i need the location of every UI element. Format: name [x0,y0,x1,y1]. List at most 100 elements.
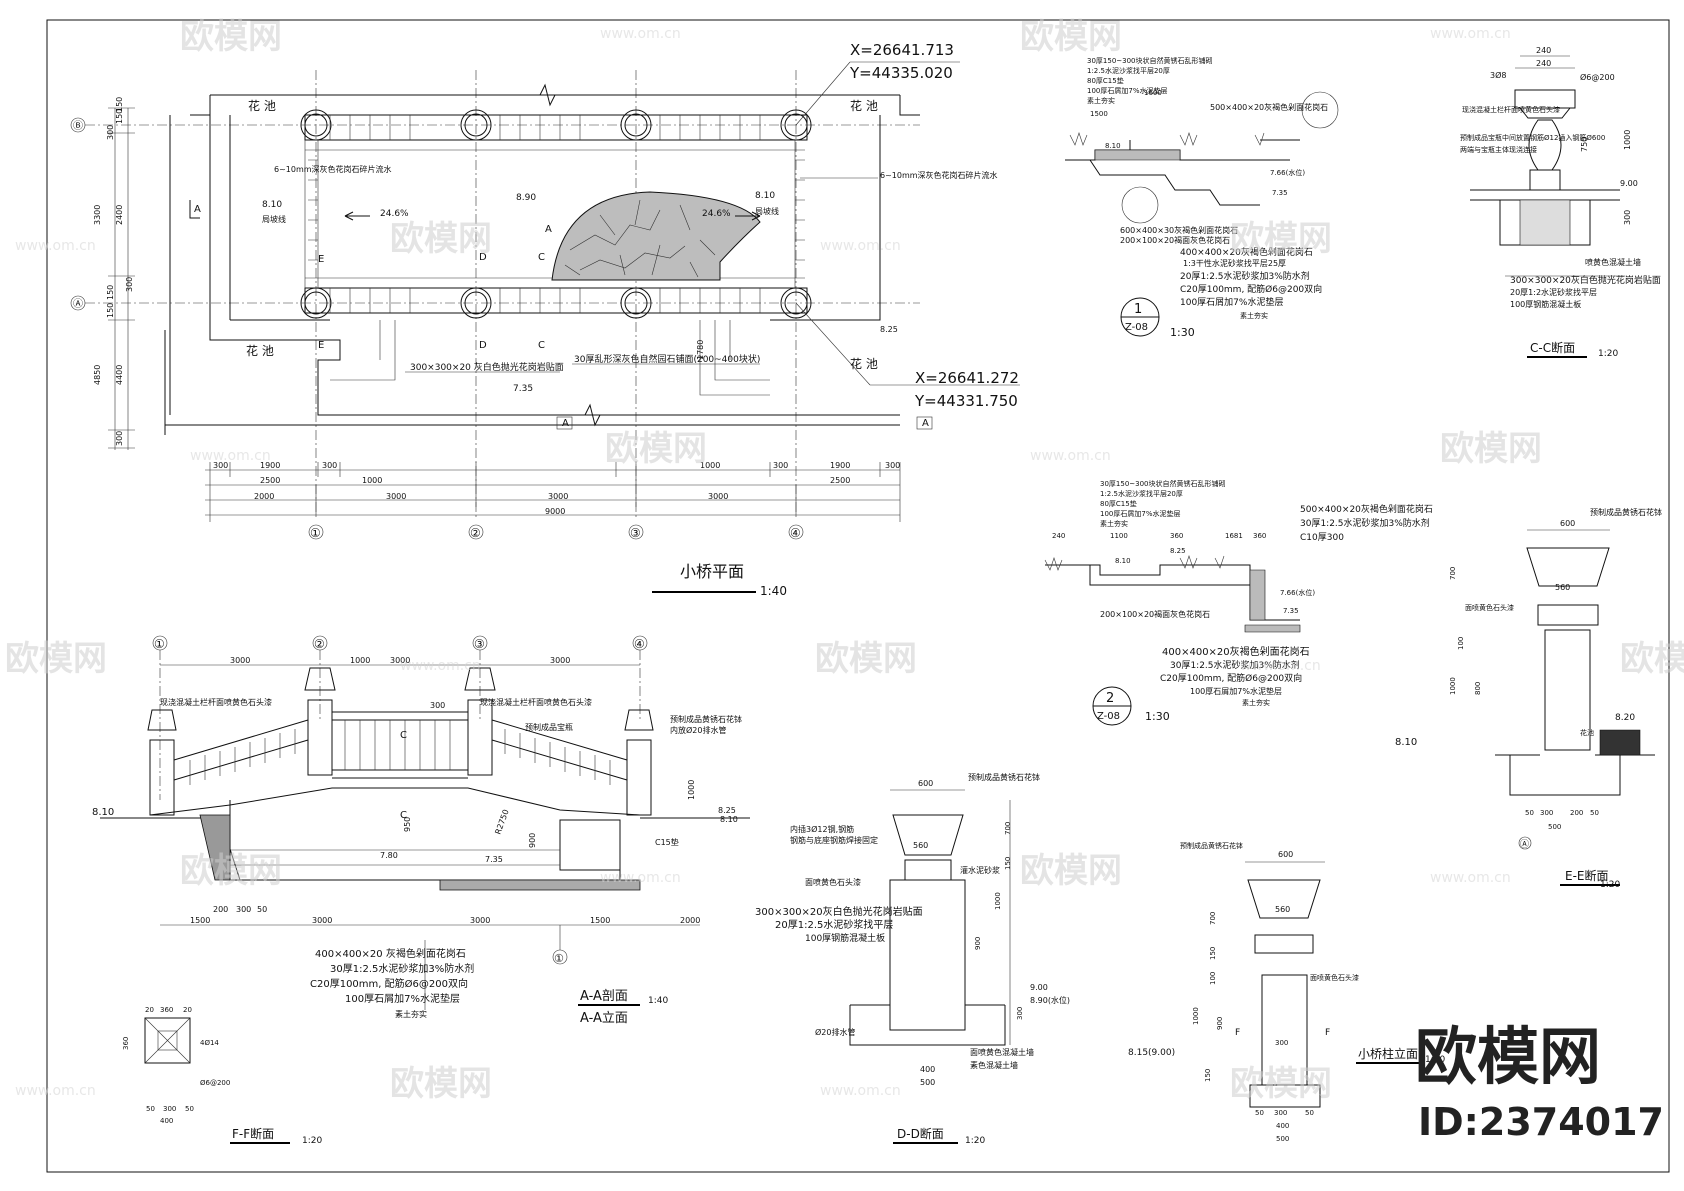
svg-text:欧模网: 欧模网 [1230,1064,1332,1104]
svg-text:500×400×20灰褐色剁面花岗石: 500×400×20灰褐色剁面花岗石 [1300,503,1433,515]
svg-text:3300: 3300 [93,205,102,225]
elev-810-right: 8.10 [755,191,775,201]
svg-text:400×400×20灰褐色剁面花岗石: 400×400×20灰褐色剁面花岗石 [1180,246,1313,258]
section-dd: 600 560 预制成品黄锈石花钵 内插3Ø12钢,钢筋 钢筋与底座钢筋焊接固定… [755,772,1070,1146]
svg-text:7.66(水位): 7.66(水位) [1270,168,1305,177]
svg-text:8.25: 8.25 [1170,547,1186,555]
svg-text:两端与宝瓶主体现浇连接: 两端与宝瓶主体现浇连接 [1460,145,1537,154]
bridge-plan: X=26641.713 Y=44335.020 X=26641.272 Y=44… [70,41,1020,598]
svg-text:400×400×20灰褐色剁面花岗石: 400×400×20灰褐色剁面花岗石 [1162,645,1310,658]
flower-bed-label-1: 花 池 [248,98,276,113]
svg-text:100厚石屑加7%水泥垫层: 100厚石屑加7%水泥垫层 [1087,86,1167,95]
svg-text:560: 560 [1275,905,1290,914]
svg-text:③: ③ [630,526,641,540]
detail-1: 30厚150~300块状自然黄锈石乱形铺砌 1:2.5水泥沙浆找平层20厚 80… [1065,56,1339,339]
elev-825: 8.25 [880,325,898,334]
aa-note-mid: 现浇混凝土栏杆面喷黄色石头漆 [480,697,592,707]
svg-text:7.35: 7.35 [1272,189,1288,197]
svg-text:800: 800 [1474,682,1482,695]
svg-text:30厚150~300块状自然黄锈石乱形铺砌: 30厚150~300块状自然黄锈石乱形铺砌 [1100,479,1226,488]
tile-note: 300×300×20 灰白色抛光花岗岩贴面 [410,361,564,373]
aa-note-right2: 内放Ø20排水管 [670,725,726,735]
aa-elev-735: 7.35 [485,855,503,864]
svg-text:240: 240 [1536,59,1551,68]
gravel-note-1: 6~10mm深灰色花岗石碎片流水 [274,164,392,174]
svg-text:1000: 1000 [350,656,370,665]
row-axis-labels: Ⓑ Ⓐ [70,117,86,311]
svg-text:20厚1:2.5水泥砂浆找平层: 20厚1:2.5水泥砂浆找平层 [775,918,893,931]
detail1-sheet: Z-08 [1125,322,1148,333]
svg-text:700: 700 [1209,912,1217,925]
svg-text:300: 300 [773,461,788,470]
edge-line-right: 局坡线 [755,206,779,216]
svg-text:www.om.cn: www.om.cn [1430,870,1511,886]
svg-text:8.90(水位): 8.90(水位) [1030,995,1070,1005]
svg-text:30厚1:2.5水泥砂浆加3%防水剂: 30厚1:2.5水泥砂浆加3%防水剂 [330,962,474,975]
svg-text:300: 300 [1540,809,1553,817]
svg-text:7.35: 7.35 [1283,607,1299,615]
svg-text:www.om.cn: www.om.cn [400,658,481,674]
svg-text:C20厚100mm, 配筋Ø6@200双向: C20厚100mm, 配筋Ø6@200双向 [310,977,468,990]
svg-text:3Ø8: 3Ø8 [1490,70,1506,80]
svg-text:300: 300 [213,461,228,470]
aa-note-mid2: 预制成品宝瓶 [525,722,573,732]
ff-title: F-F断面 [232,1126,274,1141]
svg-text:www.om.cn: www.om.cn [15,238,96,254]
coord-bot-y: Y=44331.750 [914,392,1018,410]
svg-text:1:2.5水泥沙浆找平层20厚: 1:2.5水泥沙浆找平层20厚 [1087,66,1170,75]
aa-c15: C15垫 [655,837,679,847]
svg-text:1500: 1500 [1090,110,1108,118]
svg-text:F: F [1325,1028,1330,1038]
svg-text:喷黄色混凝土墙: 喷黄色混凝土墙 [1585,257,1641,267]
svg-text:3000: 3000 [312,916,332,925]
coord-top-y: Y=44335.020 [849,64,953,82]
svg-text:A: A [922,418,929,429]
svg-text:www.om.cn: www.om.cn [820,1083,901,1099]
svg-text:30厚1:2.5水泥砂浆加3%防水剂: 30厚1:2.5水泥砂浆加3%防水剂 [1300,517,1430,529]
aa-title-2: A-A立面 [580,1011,628,1026]
svg-text:400: 400 [1276,1122,1289,1130]
svg-text:欧模网: 欧模网 [390,219,492,259]
svg-text:1000: 1000 [1449,677,1457,695]
svg-text:Ø6@200: Ø6@200 [1580,72,1615,82]
section-ee: 600 预制成品黄锈石花钵 560 面喷黄色石头漆 花池 8.20 8.10 7… [1395,507,1662,890]
svg-text:1000: 1000 [1192,1007,1200,1025]
svg-text:www.om.cn: www.om.cn [600,26,681,42]
svg-text:50: 50 [1305,1109,1314,1117]
svg-text:2000: 2000 [680,916,700,925]
svg-text:500: 500 [1548,823,1561,831]
svg-text:1:2.5水泥沙浆找平层20厚: 1:2.5水泥沙浆找平层20厚 [1100,489,1183,498]
svg-text:3000: 3000 [230,656,250,665]
svg-text:8.20: 8.20 [1615,713,1635,723]
flower-bed-label-4: 花 池 [850,356,878,371]
svg-text:Ⓐ: Ⓐ [73,298,83,310]
svg-text:8.10: 8.10 [1395,737,1417,748]
svg-text:9000: 9000 [545,507,565,516]
svg-text:50: 50 [146,1105,155,1113]
plan-dims-bottom: 300 1900 300 1000 1000 300 1900 300 2500… [213,461,900,516]
svg-text:200: 200 [213,905,228,914]
aa-elev-780: 7.80 [380,851,398,860]
detail-2: 30厚150~300块状自然黄锈石乱形铺砌 1:2.5水泥沙浆找平层20厚 80… [1044,479,1433,726]
svg-text:560: 560 [913,841,928,850]
svg-text:300: 300 [125,277,134,292]
svg-text:1900: 1900 [830,461,850,470]
svg-text:300: 300 [163,1105,176,1113]
svg-text:3000: 3000 [470,916,490,925]
svg-text:8.15(9.00): 8.15(9.00) [1128,1048,1175,1058]
svg-text:700: 700 [1449,567,1457,580]
svg-text:360: 360 [1170,532,1183,540]
dd-title: D-D断面 [897,1126,944,1141]
svg-text:9.00: 9.00 [1620,179,1638,188]
detail2-scale: 1:30 [1145,710,1170,723]
svg-text:C20厚100mm, 配筋Ø6@200双向: C20厚100mm, 配筋Ø6@200双向 [1160,672,1302,684]
svg-text:www.om.cn: www.om.cn [600,870,681,886]
svg-text:1000: 1000 [362,476,382,485]
svg-text:100厚石屑加7%水泥垫层: 100厚石屑加7%水泥垫层 [1100,509,1180,518]
detail1-scale: 1:30 [1170,326,1195,339]
svg-text:300: 300 [1016,1007,1024,1020]
svg-text:A: A [562,418,569,429]
svg-text:600: 600 [1560,519,1575,528]
plan-title: 小桥平面 [680,562,744,581]
